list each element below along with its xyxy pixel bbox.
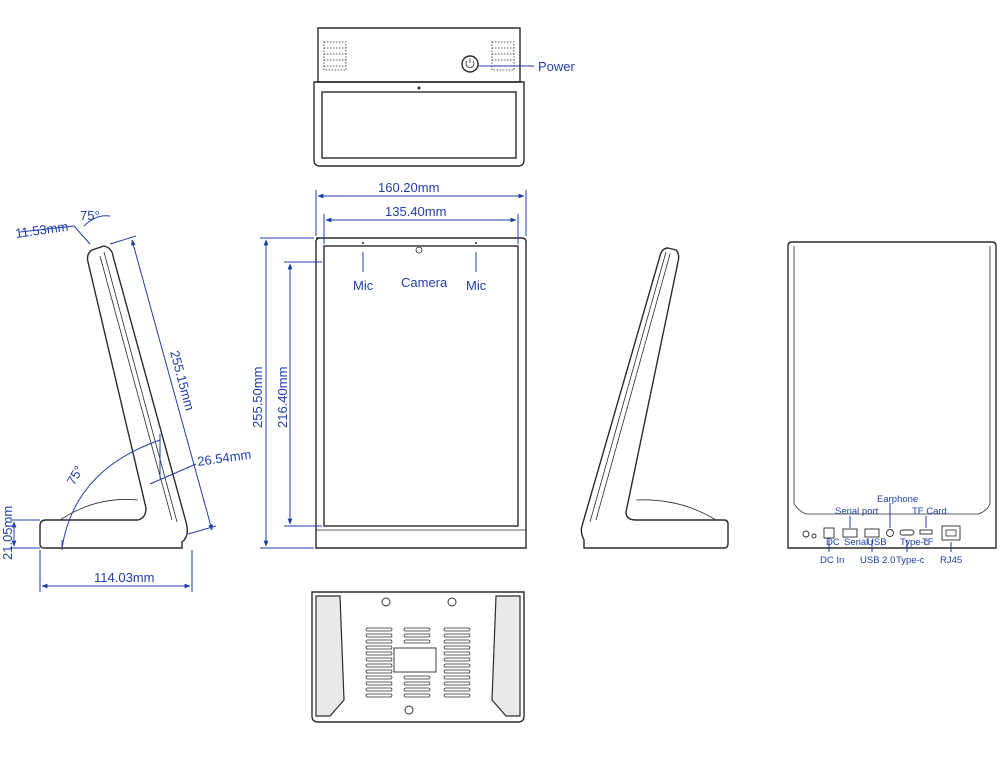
power-button-icon [461, 55, 479, 73]
vent-slot [403, 675, 431, 680]
vent-slot [365, 627, 393, 632]
front-view: Mic Camera Mic 160.20mm 135.40mm 255.50m… [250, 180, 527, 549]
ports-row [802, 525, 961, 541]
vent-slots [365, 627, 471, 698]
left-side-body [39, 245, 189, 549]
vent-slot [443, 693, 471, 698]
vent-slot [403, 627, 431, 632]
silk-dc: DC [826, 537, 840, 548]
top-view-front [313, 81, 525, 167]
vent-slot [365, 651, 393, 656]
tf-card-slot [919, 529, 933, 535]
top-view-screen [321, 91, 517, 159]
base-length-dim: 114.03mm [94, 570, 154, 585]
power-label: Power [538, 59, 576, 74]
vent-slot [365, 693, 393, 698]
vent-slot [365, 633, 393, 638]
vent-slot [365, 639, 393, 644]
rj45-label: RJ45 [940, 555, 962, 566]
vent-slot [365, 687, 393, 692]
width-outer-dim: 160.20mm [378, 180, 439, 195]
mic-left-label: Mic [353, 278, 374, 293]
bottom-right-rail [491, 595, 521, 717]
vent-slot [443, 669, 471, 674]
screw-hole-icon [447, 597, 457, 607]
tilt-angle-dim: 75° [64, 463, 87, 488]
vent-slot [403, 693, 431, 698]
right-side-body [580, 247, 729, 549]
vent-slot [443, 639, 471, 644]
earphone-port [886, 529, 894, 537]
vent-slot [365, 645, 393, 650]
width-screen-dim: 135.40mm [385, 204, 446, 219]
vent-slot [403, 633, 431, 638]
dc-in-port [823, 527, 835, 539]
screw-hole-icon [404, 705, 414, 715]
base-height-dim: 21.05mm [0, 506, 15, 560]
type-c-label: Type-c [896, 555, 925, 566]
front-view-screen [323, 245, 519, 527]
bezel-dim: 11.53mm [14, 219, 69, 241]
camera-label: Camera [401, 275, 448, 290]
right-side-view [580, 247, 729, 549]
vent-slot [443, 627, 471, 632]
back-view: DC Serial USB Type-c TF Earphone Serial … [787, 241, 997, 566]
vent-slot [443, 663, 471, 668]
earphone-label: Earphone [877, 494, 918, 505]
vent-slot [443, 681, 471, 686]
usb-port [864, 528, 880, 538]
height-screen-dim: 216.40mm [275, 367, 290, 428]
usb-label: USB 2.0 [860, 555, 895, 566]
silk-typec: Type-c [900, 537, 929, 548]
top-angle-dim: 75° [80, 208, 100, 223]
silk-tf: TF [922, 537, 934, 548]
neck-dim: 26.54mm [196, 447, 252, 469]
bottom-label-plate [393, 647, 437, 673]
vent-slot [365, 669, 393, 674]
top-view: Power [313, 27, 576, 167]
bottom-view [311, 591, 525, 723]
length-dim: 255.15mm [167, 349, 197, 412]
top-view-body [317, 27, 521, 83]
vent-slot [365, 663, 393, 668]
vent-slot [443, 675, 471, 680]
vent-slot [443, 645, 471, 650]
bottom-view-body [311, 591, 525, 723]
silk-serial: Serial [844, 537, 868, 548]
vent-slot [365, 657, 393, 662]
vent-slot [443, 633, 471, 638]
vent-slot [365, 681, 393, 686]
vent-slot [403, 687, 431, 692]
rj45-port [941, 525, 961, 541]
vent-slot [443, 687, 471, 692]
serial-port [842, 528, 858, 538]
left-speaker-grille-icon [323, 41, 347, 71]
serial-port-label: Serial port [835, 506, 879, 517]
height-outer-dim: 255.50mm [250, 367, 265, 428]
vent-slot [403, 681, 431, 686]
vent-slot [443, 651, 471, 656]
left-side-view: 11.53mm 75° 255.15mm 26.54mm 75° 21.05mm… [0, 208, 252, 592]
silk-usb: USB [867, 537, 887, 548]
dc-in-label: DC In [820, 555, 844, 566]
tf-card-label: TF Card [912, 506, 947, 517]
screw-hole-icon [381, 597, 391, 607]
back-view-body [787, 241, 997, 549]
vent-slot [365, 675, 393, 680]
vent-slot [443, 657, 471, 662]
vent-slot [403, 639, 431, 644]
front-view-body [315, 237, 527, 549]
type-c-port [899, 529, 915, 536]
bottom-left-rail [315, 595, 345, 717]
mic-right-label: Mic [466, 278, 487, 293]
